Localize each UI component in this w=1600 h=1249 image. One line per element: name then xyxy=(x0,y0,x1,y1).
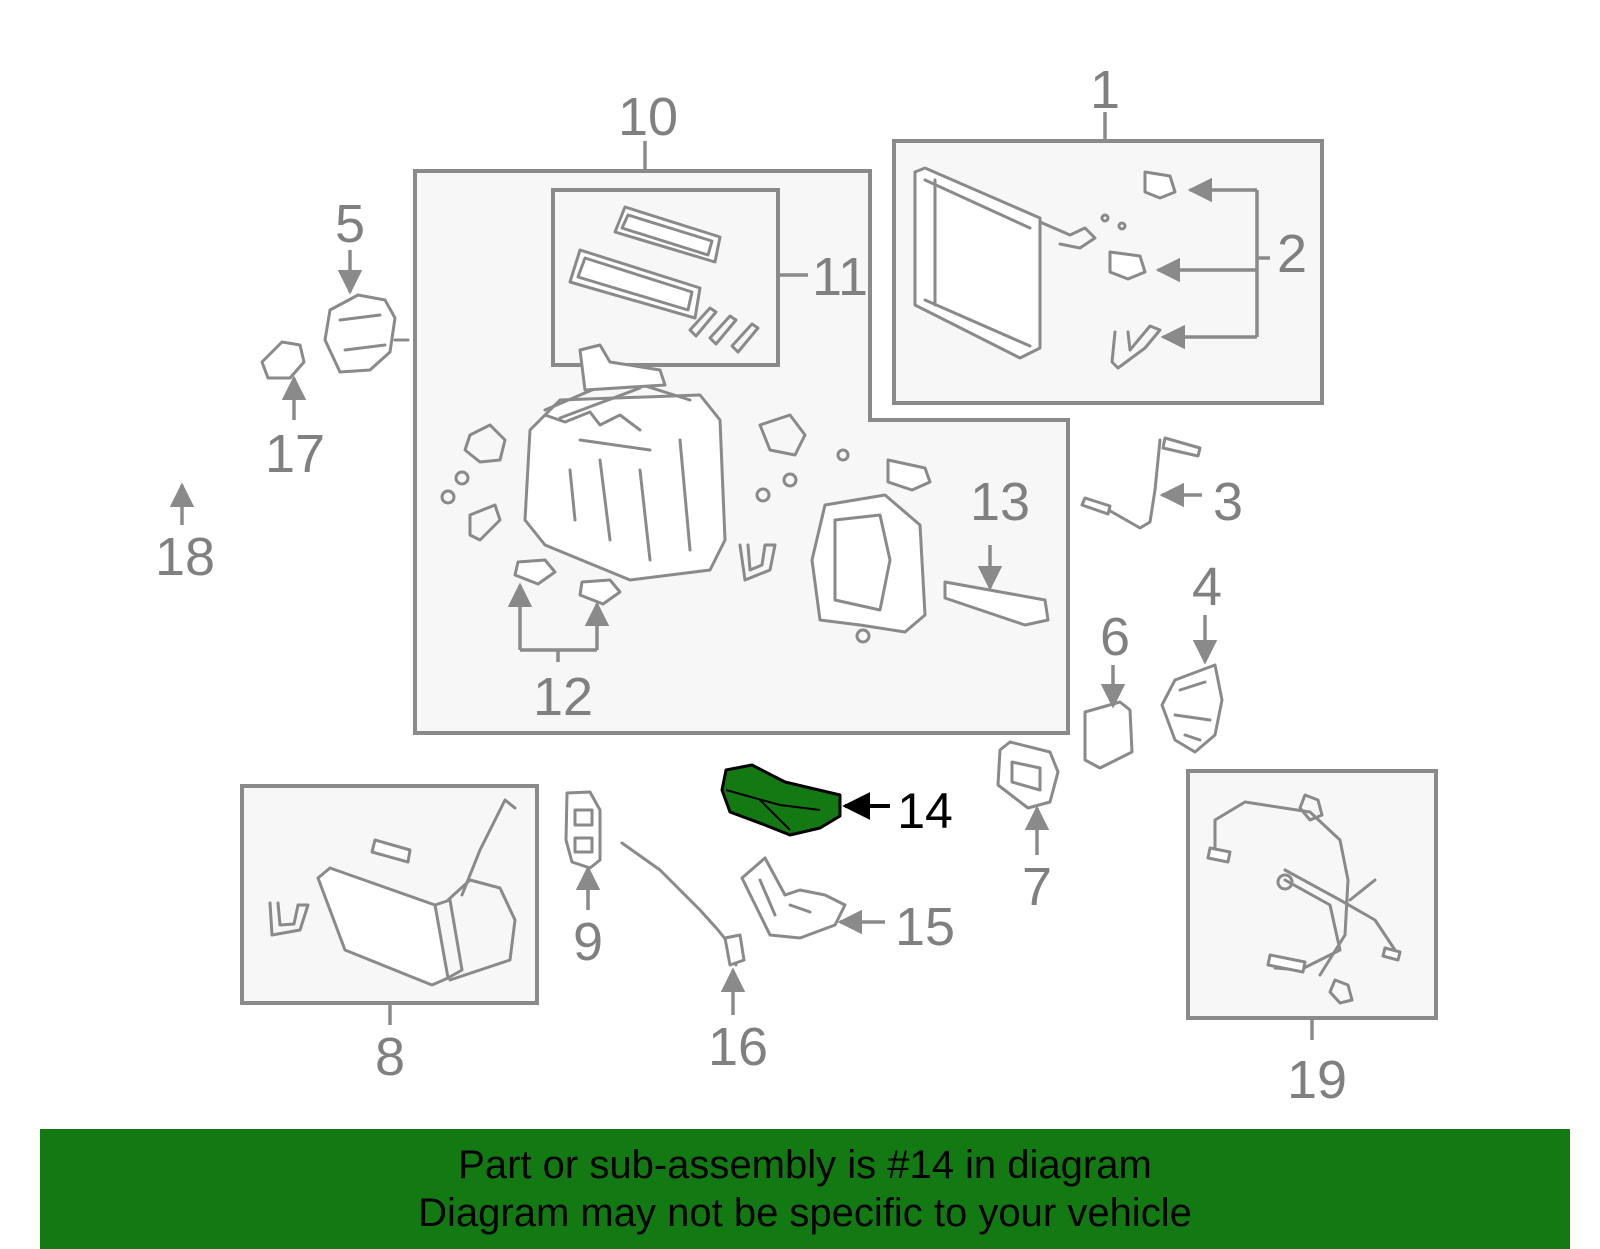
callout-8: 8 xyxy=(375,1027,405,1087)
callout-14: 14 xyxy=(897,783,953,839)
callout-10: 10 xyxy=(618,87,678,147)
part-14-duct-highlighted xyxy=(720,763,890,837)
callout-7: 7 xyxy=(1022,857,1052,917)
part-12-seals xyxy=(507,558,622,662)
callout-5: 5 xyxy=(335,194,365,254)
callout-1: 1 xyxy=(1090,60,1120,120)
banner-line-2: Diagram may not be specific to your vehi… xyxy=(418,1191,1192,1235)
part-15-bracket xyxy=(740,856,885,940)
part-10-hvac-case xyxy=(440,343,932,582)
callout-17: 17 xyxy=(265,424,325,484)
callout-16: 16 xyxy=(708,1017,768,1077)
callout-2: 2 xyxy=(1277,224,1307,284)
banner-line-1: Part or sub-assembly is #14 in diagram xyxy=(458,1143,1152,1187)
callout-6: 6 xyxy=(1100,607,1130,667)
part-7-switch xyxy=(996,740,1060,855)
part-4-blower-motor xyxy=(1160,615,1224,754)
part-16-cable xyxy=(620,841,746,1015)
callout-4: 4 xyxy=(1192,557,1222,617)
part-19-harness xyxy=(1206,793,1402,1040)
part-8-heater-core xyxy=(268,798,517,1025)
callout-19: 19 xyxy=(1287,1050,1347,1110)
callout-11: 11 xyxy=(812,247,868,307)
callout-13: 13 xyxy=(970,472,1030,532)
callout-15: 15 xyxy=(895,897,955,957)
part-13-duct xyxy=(810,493,1050,644)
callout-3: 3 xyxy=(1213,472,1243,532)
part-5-actuator xyxy=(323,250,410,374)
part-3-sensor xyxy=(1080,436,1202,530)
part-2-leaders xyxy=(1155,177,1270,350)
part-11-filters xyxy=(568,205,760,354)
part-1-evaporator xyxy=(913,166,1177,370)
part-18-hose xyxy=(152,389,231,525)
callout-12: 12 xyxy=(533,667,593,727)
callout-18: 18 xyxy=(155,527,215,587)
info-banner: Part or sub-assembly is #14 in diagram D… xyxy=(40,1129,1570,1249)
part-9-vent xyxy=(564,790,602,910)
part-6-resistor xyxy=(1083,665,1134,770)
callout-9: 9 xyxy=(573,912,603,972)
part-17-valve xyxy=(260,340,307,420)
